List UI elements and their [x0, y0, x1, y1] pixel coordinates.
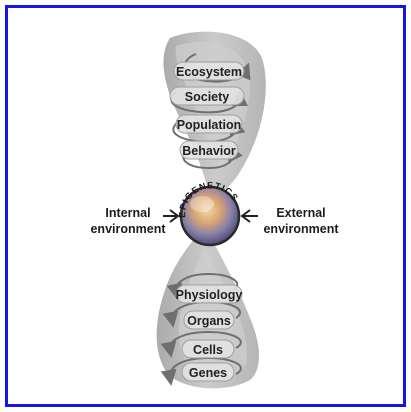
level-genes: Genes — [189, 366, 227, 380]
orb-highlight — [190, 196, 214, 212]
external-environment-line2: environment — [263, 222, 339, 236]
external-environment-line1: External — [276, 206, 325, 220]
level-society: Society — [185, 90, 230, 104]
internal-environment-line1: Internal — [105, 206, 150, 220]
level-physiology: Physiology — [176, 288, 243, 302]
level-population: Population — [177, 118, 242, 132]
level-behavior: Behavior — [182, 144, 236, 158]
level-cells: Cells — [193, 343, 223, 357]
level-ecosystem: Ecosystem — [176, 65, 242, 79]
internal-environment-line2: environment — [90, 222, 166, 236]
level-organs: Organs — [187, 314, 231, 328]
